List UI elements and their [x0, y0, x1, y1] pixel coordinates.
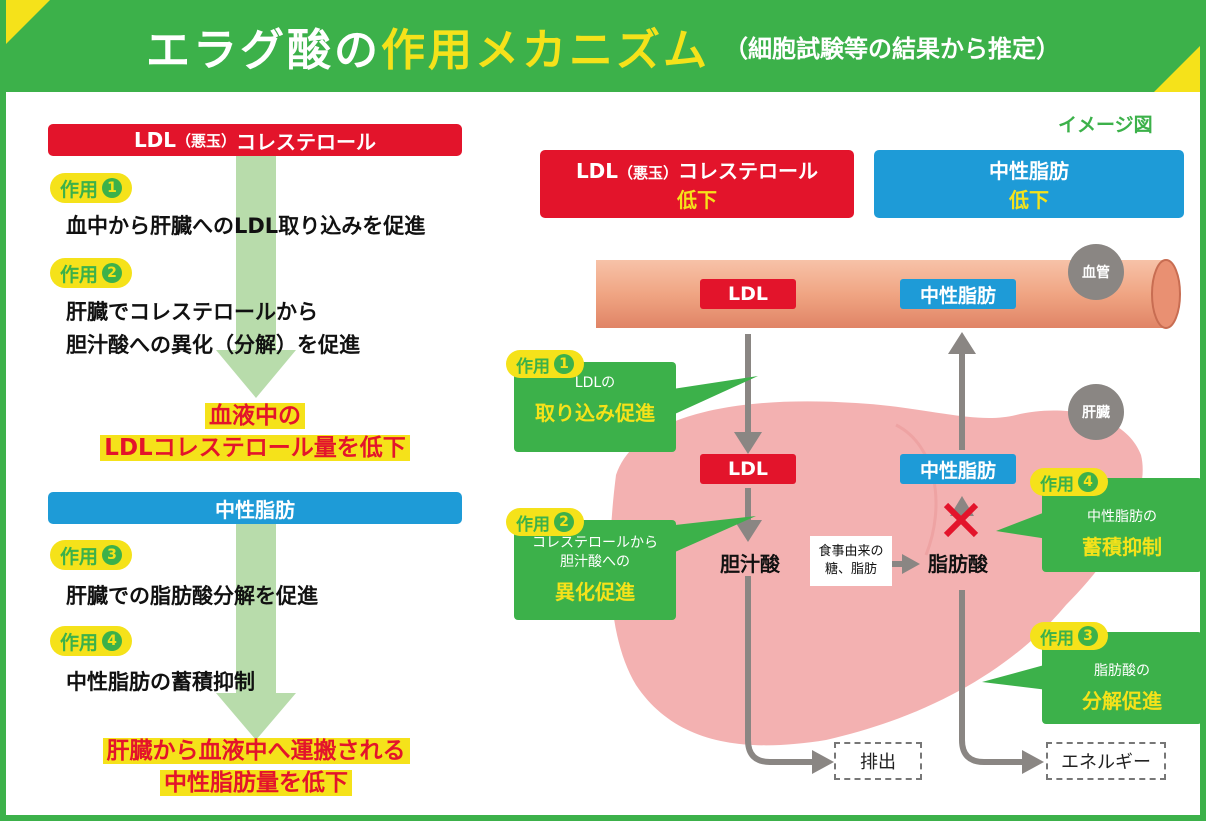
callout-action3: 脂肪酸の 分解促進 — [1042, 632, 1200, 724]
a1-big: 取り込み促進 — [535, 401, 655, 425]
callout-a4-pointer — [996, 511, 1048, 539]
ldl-header-main: LDL — [133, 128, 177, 152]
box-ldl-main: LDL — [575, 159, 619, 183]
result-ldl-line1: 血液中の — [205, 403, 305, 429]
callout-action1-pill: 作用 1 — [506, 350, 584, 378]
callout-action2: コレステロールから 胆汁酸への 異化促進 — [514, 520, 676, 620]
action3-pill: 作用 3 — [50, 540, 133, 570]
a4-label: 作用 — [1040, 474, 1074, 495]
fatty-acid-label: 脂肪酸 — [928, 552, 988, 576]
action1-pill: 作用 1 — [50, 173, 133, 203]
action2-text: 肝臓でコレステロールから 胆汁酸への異化（分解）を促進 — [66, 296, 360, 362]
diet-box: 食事由来の 糖、脂肪 — [810, 536, 892, 586]
action1-num: 1 — [102, 178, 123, 198]
box-ldl-down-text: 低下 — [677, 188, 717, 212]
a2-num: 2 — [554, 512, 574, 532]
down-arrow-ldl — [216, 150, 296, 398]
a2-label: 作用 — [516, 514, 550, 535]
image-note: イメージ図 — [1058, 114, 1153, 136]
box-ldl-rest: コレステロール — [678, 159, 819, 183]
a2-small2: 胆汁酸への — [560, 554, 630, 570]
title-part2: 作用メカニズム — [381, 25, 710, 76]
vessel-circle-label: 血管 — [1068, 244, 1124, 300]
corner-decoration-bottom-right — [1154, 40, 1200, 92]
action3-label: 作用 — [60, 545, 99, 568]
liver-circle-label: 肝臓 — [1068, 384, 1124, 440]
tg-header: 中性脂肪 — [48, 492, 462, 524]
result-tg: 肝臓から血液中へ運搬される 中性脂肪量を低下 — [36, 735, 476, 799]
box-tg-down: 中性脂肪 低下 — [874, 150, 1184, 218]
a3-big: 分解促進 — [1082, 689, 1162, 713]
callout-a3-pointer — [982, 664, 1048, 690]
a2-big: 異化促進 — [555, 580, 635, 604]
a3-small: 脂肪酸の — [1094, 663, 1150, 679]
action2-label: 作用 — [60, 263, 99, 286]
title-bar: エラグ酸の 作用メカニズム （細胞試験等の結果から推定） — [6, 0, 1200, 92]
title-part1: エラグ酸の — [146, 25, 381, 76]
action4-pill: 作用 4 — [50, 626, 133, 656]
energy-box: エネルギー — [1046, 742, 1166, 780]
corner-decoration-top-left — [6, 0, 50, 50]
action4-num: 4 — [102, 631, 123, 651]
ldl-header-small: （悪玉） — [176, 131, 237, 150]
callout-a1-pointer — [666, 376, 758, 418]
a3-label: 作用 — [1040, 628, 1074, 649]
a1-num: 1 — [554, 354, 574, 374]
page-title: エラグ酸の 作用メカニズム （細胞試験等の結果から推定） — [6, 0, 1200, 92]
action2-num: 2 — [102, 263, 123, 283]
result-tg-line1: 肝臓から血液中へ運搬される — [102, 738, 410, 764]
diet-line1: 食事由来の — [818, 544, 884, 559]
action1-label: 作用 — [60, 178, 99, 201]
vessel-ldl-label: LDL — [700, 279, 796, 309]
ldl-header-rest: コレステロール — [236, 129, 377, 154]
box-tg-down-text: 低下 — [1009, 188, 1049, 212]
bile-acid-label: 胆汁酸 — [720, 552, 780, 576]
box-ldl-small: （悪玉） — [618, 164, 679, 182]
ldl-header: LDL （悪玉） コレステロール — [48, 124, 462, 156]
result-ldl-line2: LDLコレステロール量を低下 — [100, 435, 410, 461]
box-tg-main: 中性脂肪 — [989, 159, 1069, 183]
inhibit-x-icon — [943, 502, 979, 538]
a1-small: LDLの — [574, 375, 616, 391]
callout-a2-pointer — [666, 516, 756, 556]
callout-action4-pill: 作用 4 — [1030, 468, 1108, 496]
action1-text: 血中から肝臓へのLDL取り込みを促進 — [66, 214, 426, 238]
action2-text-line1: 肝臓でコレステロールから — [66, 300, 318, 324]
excrete-box: 排出 — [834, 742, 922, 780]
vessel-tg-label: 中性脂肪 — [900, 279, 1016, 309]
a3-num: 3 — [1078, 626, 1098, 646]
a1-label: 作用 — [516, 356, 550, 377]
a2-small: コレステロールから 胆汁酸への — [514, 534, 676, 572]
callout-action3-pill: 作用 3 — [1030, 622, 1108, 650]
result-tg-line2: 中性脂肪量を低下 — [160, 770, 352, 796]
action4-text: 中性脂肪の蓄積抑制 — [66, 670, 255, 694]
action3-text: 肝臓での脂肪酸分解を促進 — [66, 584, 318, 608]
action2-text-line2: 胆汁酸への異化（分解）を促進 — [66, 333, 360, 357]
a2-small1: コレステロールから — [532, 535, 658, 551]
title-subtitle: （細胞試験等の結果から推定） — [724, 34, 1060, 63]
box-ldl-down: LDL（悪玉）コレステロール 低下 — [540, 150, 854, 218]
action4-label: 作用 — [60, 631, 99, 654]
result-ldl: 血液中の LDLコレステロール量を低下 — [48, 400, 462, 464]
liver-tg-label: 中性脂肪 — [900, 454, 1016, 484]
a4-small: 中性脂肪の — [1087, 509, 1157, 525]
diet-line2: 糖、脂肪 — [824, 562, 877, 577]
callout-action2-pill: 作用 2 — [506, 508, 584, 536]
action3-num: 3 — [102, 545, 123, 565]
liver-ldl-label: LDL — [700, 454, 796, 484]
a4-big: 蓄積抑制 — [1082, 535, 1162, 559]
a4-num: 4 — [1078, 472, 1098, 492]
down-arrow-tg — [216, 518, 296, 740]
action2-pill: 作用 2 — [50, 258, 133, 288]
